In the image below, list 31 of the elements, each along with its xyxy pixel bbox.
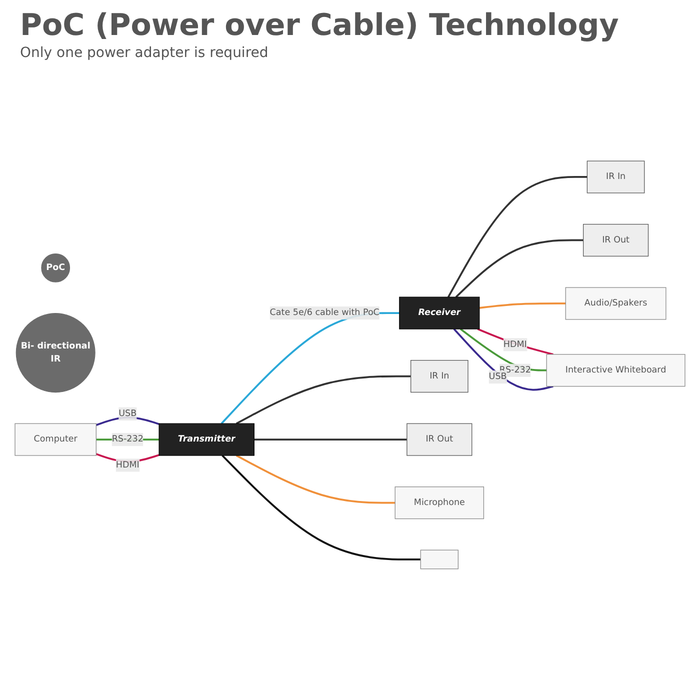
- connector: [96, 416, 160, 426]
- connector: [236, 454, 396, 504]
- connector: [455, 239, 584, 298]
- node-box: IR Out: [583, 224, 649, 257]
- node-box: [420, 550, 458, 570]
- edge-label: RS-232: [112, 434, 144, 444]
- node-box: Audio/Spakers: [565, 287, 666, 320]
- connector: [236, 375, 411, 424]
- edge-label: Cate 5e/6 cable with PoC: [270, 308, 380, 318]
- node-box: IR In: [586, 160, 645, 194]
- node-box: Receiver: [399, 296, 480, 330]
- connector: [447, 176, 588, 298]
- edge-label: USB: [118, 408, 137, 419]
- connector: [460, 328, 547, 372]
- node-box: Interactive Whiteboard: [546, 354, 686, 387]
- connector: [477, 328, 554, 356]
- connector: [479, 302, 566, 309]
- edge-label: HDMI: [116, 460, 140, 470]
- node-box: Transmitter: [158, 423, 254, 456]
- caption: Only one power adapter is required: [20, 45, 270, 61]
- title: PoC (Power over Cable) Technology: [20, 8, 620, 43]
- node-box: Microphone: [394, 486, 484, 520]
- connector: [254, 438, 407, 441]
- node-box: Computer: [14, 423, 96, 456]
- connector: [222, 454, 421, 560]
- node-circle: PoC: [41, 254, 70, 282]
- node-box: IR Out: [406, 423, 472, 456]
- node-circle: Bi- directional IR: [16, 313, 96, 393]
- edge-label: HDMI: [503, 339, 527, 350]
- connector: [453, 328, 554, 391]
- node-box: IR In: [410, 360, 468, 393]
